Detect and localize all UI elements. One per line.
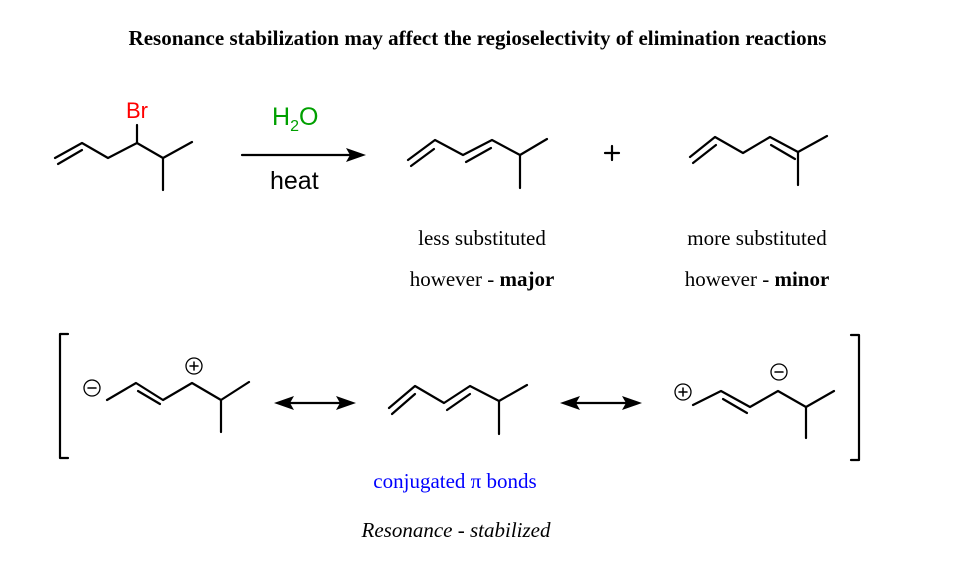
negative-charge-icon — [770, 363, 788, 381]
product-minor-verdict: however - minor — [685, 267, 830, 292]
verdict-bold: major — [499, 267, 555, 291]
product-minor-structure — [688, 134, 829, 187]
reagent-label: H2O — [272, 103, 318, 136]
verdict-prefix: however - — [684, 267, 775, 291]
resonance-arrow-icon — [560, 396, 642, 410]
resonance-structure-left — [105, 380, 251, 434]
resonance-structure-middle — [387, 383, 529, 436]
plus-sign-icon — [603, 144, 621, 162]
verdict-bold: minor — [774, 267, 830, 291]
page-title: Resonance stabilization may affect the r… — [128, 26, 827, 50]
product-major-verdict: however - major — [410, 267, 555, 292]
resonance-structure-right — [691, 389, 836, 440]
verdict-prefix: however - — [409, 267, 500, 291]
condition-label: heat — [270, 167, 319, 195]
conjugation-caption: conjugated π bonds — [373, 469, 537, 493]
product-major-structure — [406, 137, 549, 190]
reactant-structure — [53, 123, 194, 192]
reaction-arrow — [240, 148, 366, 162]
resonance-arrow-icon — [274, 396, 356, 410]
positive-charge-icon — [185, 357, 203, 375]
product-minor-description: more substituted — [687, 226, 827, 250]
positive-charge-icon — [674, 383, 692, 401]
right-bracket — [849, 333, 861, 462]
bromine-label: Br — [126, 98, 148, 123]
reagent-subscript: 2 — [290, 118, 299, 135]
negative-charge-icon — [83, 379, 101, 397]
left-bracket — [58, 332, 70, 460]
reagent-h: H — [272, 103, 291, 131]
product-major-description: less substituted — [418, 226, 546, 250]
reagent-o: O — [298, 103, 319, 131]
resonance-subcaption: Resonance - stabilized — [361, 518, 551, 542]
